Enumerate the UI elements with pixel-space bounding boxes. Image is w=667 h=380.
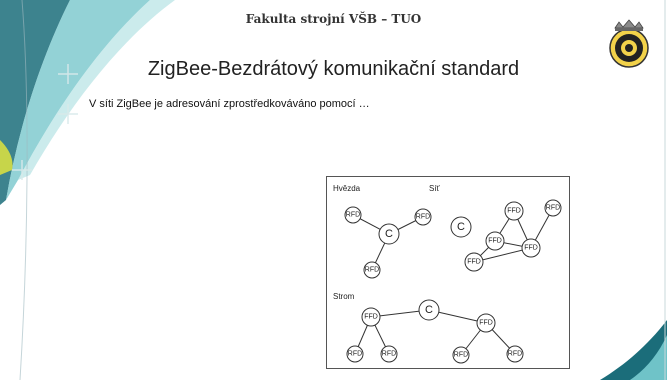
mesh-ffd-node-4: FFD — [464, 252, 484, 272]
university-logo — [605, 18, 653, 70]
network-topology-diagram: Hvězda C RFD RFD RFD — [326, 176, 570, 369]
tree-ffd-label-2: FFD — [479, 320, 493, 327]
slide-header: Fakulta strojní VŠB – TUO — [245, 12, 422, 26]
star-rfd-label-1: RFD — [346, 212, 360, 219]
tree-ffd-label-1: FFD — [364, 314, 378, 321]
mesh-ffd-label-1: FFD — [507, 208, 521, 215]
mesh-ffd-label-2: FFD — [488, 238, 502, 245]
label-tree: Strom — [333, 292, 355, 301]
star-rfd-node-3: RFD — [363, 261, 381, 279]
star-coordinator-node: C — [378, 223, 400, 245]
mesh-coordinator-node: C — [450, 216, 472, 238]
mesh-ffd-node-3: FFD — [521, 238, 541, 258]
label-mesh: Síť — [429, 184, 441, 193]
mesh-rfd-label-1: RFD — [546, 205, 560, 212]
star-rfd-label-3: RFD — [365, 267, 379, 274]
star-coordinator-label: C — [385, 228, 393, 240]
mesh-coordinator-label: C — [457, 221, 465, 233]
tree-coordinator-label: C — [425, 304, 433, 316]
tree-rfd-node-3: RFD — [452, 346, 470, 364]
slide-title: ZigBee-Bezdrátový komunikační standard — [147, 58, 520, 80]
mesh-rfd-node-1: RFD — [544, 199, 562, 217]
slide-subtitle: V síti ZigBee je adresování zprostředkov… — [89, 98, 370, 110]
tree-ffd-node-2: FFD — [476, 313, 496, 333]
tree-ffd-node-1: FFD — [361, 307, 381, 327]
tree-rfd-label-2: RFD — [382, 351, 396, 358]
mesh-ffd-label-3: FFD — [524, 245, 538, 252]
tree-rfd-node-4: RFD — [506, 345, 524, 363]
mesh-ffd-label-4: FFD — [467, 259, 481, 266]
tree-rfd-node-2: RFD — [380, 345, 398, 363]
star-rfd-node-2: RFD — [414, 208, 432, 226]
star-rfd-node-1: RFD — [344, 206, 362, 224]
tree-coordinator-node: C — [418, 299, 440, 321]
tree-rfd-label-1: RFD — [348, 351, 362, 358]
tree-rfd-node-1: RFD — [346, 345, 364, 363]
star-rfd-label-2: RFD — [416, 214, 430, 221]
label-star: Hvězda — [333, 184, 361, 193]
mesh-ffd-node-1: FFD — [504, 201, 524, 221]
mesh-ffd-node-2: FFD — [485, 231, 505, 251]
tree-rfd-label-3: RFD — [454, 352, 468, 359]
tree-rfd-label-4: RFD — [508, 351, 522, 358]
